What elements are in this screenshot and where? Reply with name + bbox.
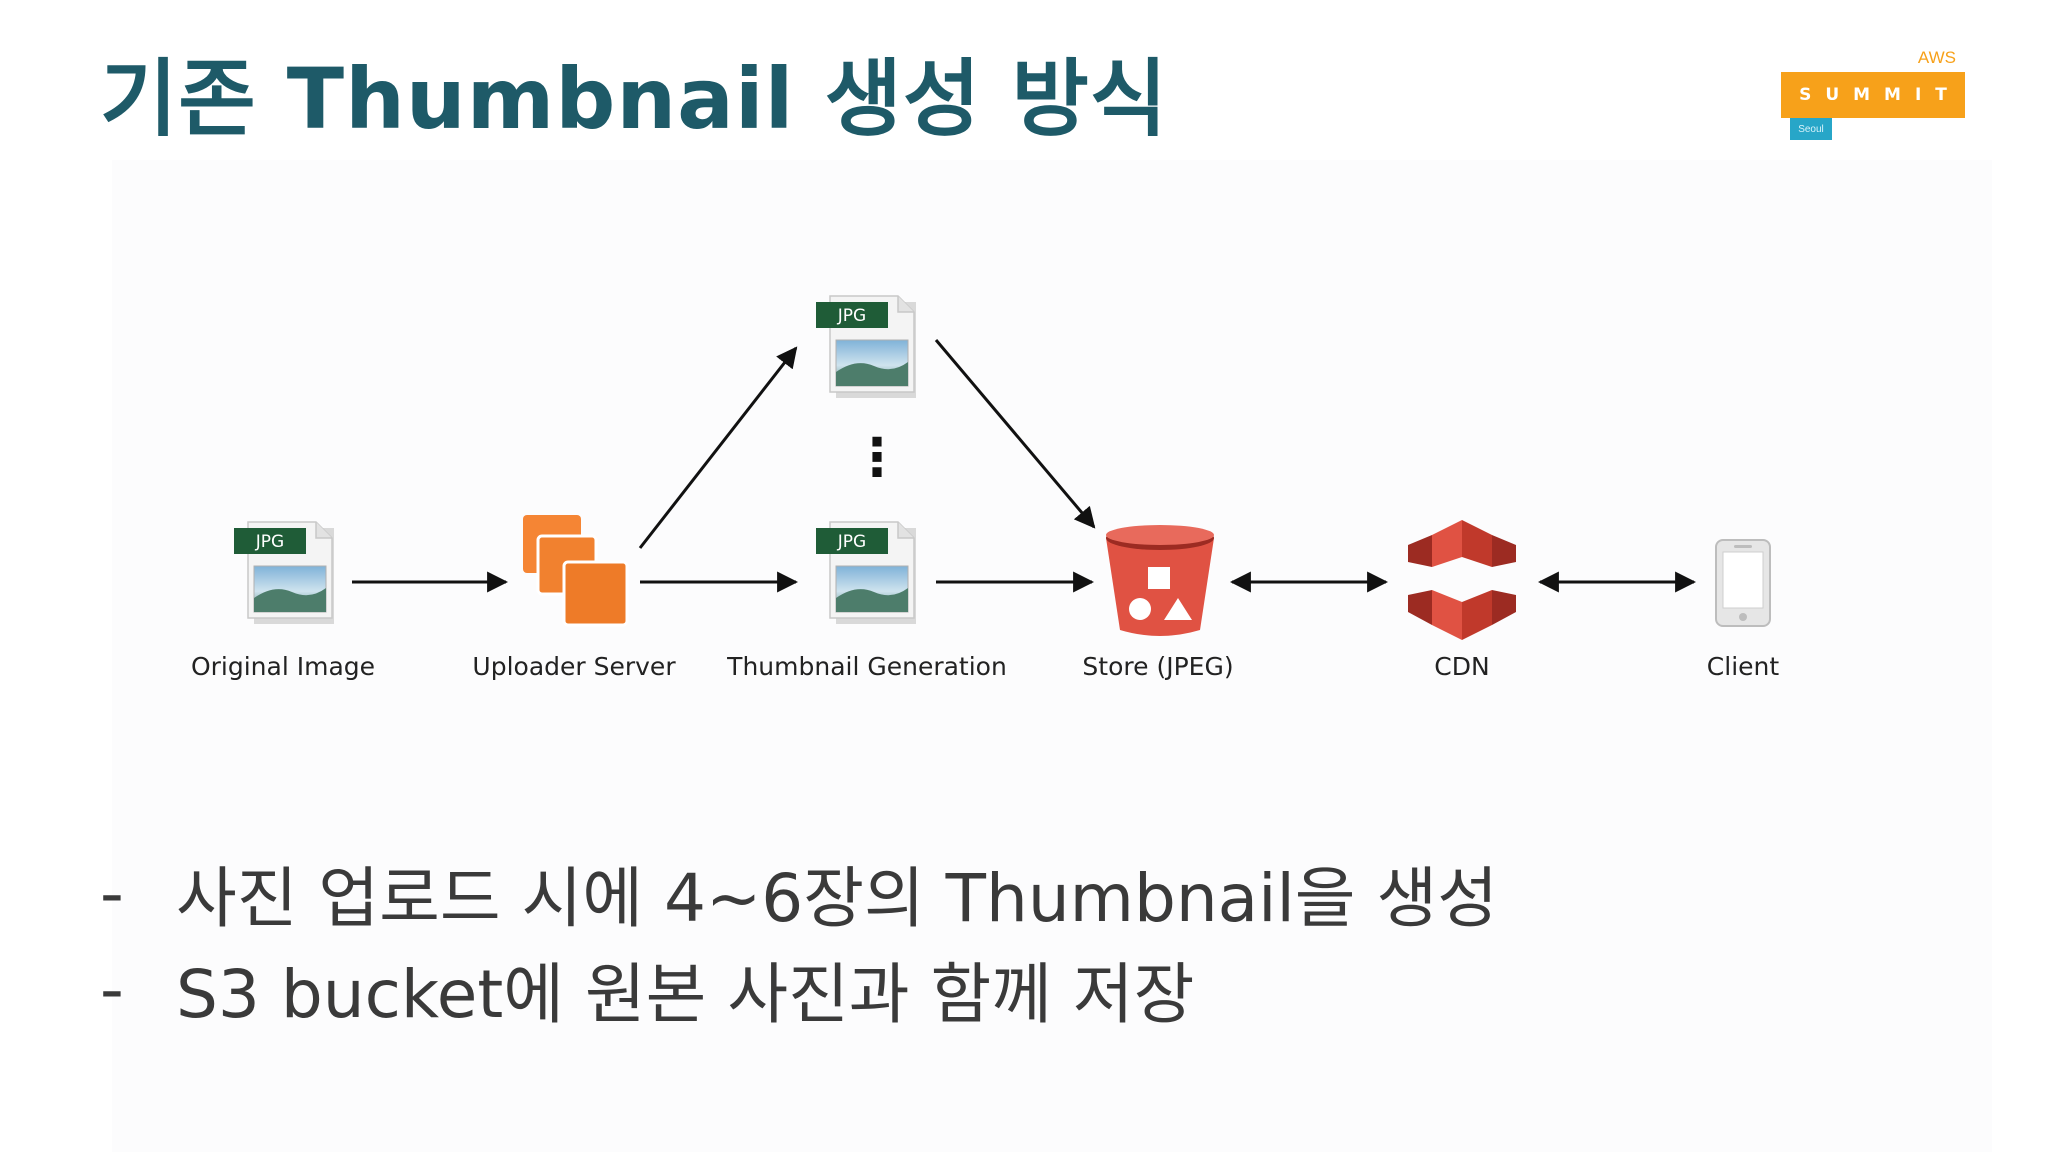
bullet-item: - 사진 업로드 시에 4~6장의 Thumbnail을 생성 [100,845,1498,941]
logo-summit-text: SUMMIT [1799,85,1961,105]
bullet-text: S3 bucket에 원본 사진과 함께 저장 [176,956,1195,1033]
slide-title: 기존 Thumbnail 생성 방식 [100,50,1169,148]
mobile-phone-icon [1715,539,1771,627]
logo-aws-text: AWS [1917,48,1956,67]
server-stack-icon [523,515,629,627]
bullet-item: - S3 bucket에 원본 사진과 함께 저장 [100,941,1498,1037]
label-client: Client [1706,652,1780,681]
label-cdn: CDN [1434,652,1490,681]
cloudfront-icon [1408,520,1516,640]
edge-thumbtop-store [934,339,1096,529]
bullet-dash: - [100,854,124,932]
bullet-text: 사진 업로드 시에 4~6장의 Thumbnail을 생성 [176,860,1498,937]
label-original-image: Original Image [190,652,376,681]
jpg-badge: JPG [255,532,284,552]
jpg-badge: JPG [837,306,866,326]
edges [352,339,1697,593]
original-image-icon: JPG [233,521,335,625]
label-store: Store (JPEG) [1082,652,1234,681]
edge-uploader-thumbtop [638,346,798,549]
logo-city-tag: Seoul [1790,118,1832,140]
s3-bucket-icon [1106,525,1214,636]
jpg-badge: JPG [837,532,866,552]
logo-summit-box: SUMMIT [1781,72,1965,118]
bullet-dash: - [100,950,124,1028]
aws-summit-logo: AWS SUMMIT Seoul [1778,46,1968,146]
bullet-list: - 사진 업로드 시에 4~6장의 Thumbnail을 생성 - S3 buc… [100,845,1498,1037]
slide-background [112,160,1992,1152]
thumbnail-top-icon: JPG [815,295,917,399]
label-thumbnail-generation: Thumbnail Generation [727,652,1007,681]
thumbnail-generation-icon: JPG [815,521,917,625]
vertical-ellipsis: ⋮ [851,428,903,488]
label-uploader-server: Uploader Server [472,652,676,681]
